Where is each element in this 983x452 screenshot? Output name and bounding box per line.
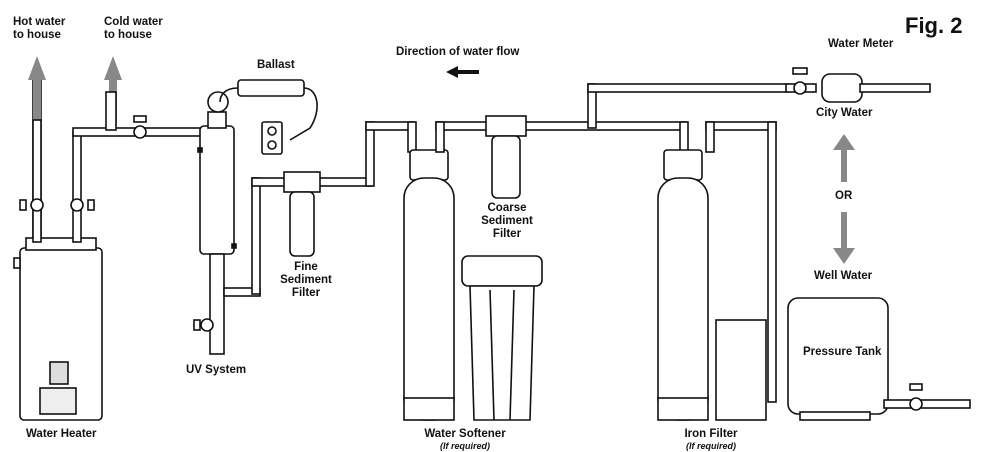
water-softener	[403, 149, 455, 421]
heater-pipes	[19, 91, 204, 243]
ballast	[219, 79, 318, 141]
water-meter	[785, 67, 931, 103]
city-or-well-arrow-icon	[833, 134, 855, 264]
iron-filter	[657, 149, 767, 421]
pressure-tank	[787, 297, 971, 421]
ballast-label: Ballast	[257, 59, 295, 71]
pressure-tank-label: Pressure Tank	[803, 346, 882, 358]
figure-label: Fig. 2	[905, 13, 963, 38]
coarse-sediment-filter	[485, 115, 527, 199]
flow-direction-arrow-icon	[446, 66, 479, 78]
uv-system	[193, 91, 261, 355]
well-water-label: Well Water	[814, 270, 873, 282]
uv-system-label: UV System	[186, 364, 247, 376]
water-softener-note: (If required)	[439, 441, 490, 451]
or-label: OR	[835, 190, 853, 202]
water-heater	[13, 237, 103, 421]
coarse-filter-pipes	[435, 83, 789, 153]
iron-filter-label: Iron Filter (If required)	[684, 428, 738, 451]
direction-of-flow-label: Direction of water flow	[396, 46, 520, 58]
iron-filter-note: (If required)	[685, 441, 736, 451]
electrical-outlet-icon	[261, 121, 283, 155]
iron-filter-pipes	[705, 121, 777, 403]
fine-sediment-filter	[283, 171, 321, 257]
water-meter-label: Water Meter	[828, 38, 894, 50]
water-heater-label: Water Heater	[26, 428, 97, 440]
brine-tank	[461, 255, 543, 421]
water-softener-label: Water Softener (If required)	[424, 428, 506, 451]
city-water-label: City Water	[816, 107, 873, 119]
